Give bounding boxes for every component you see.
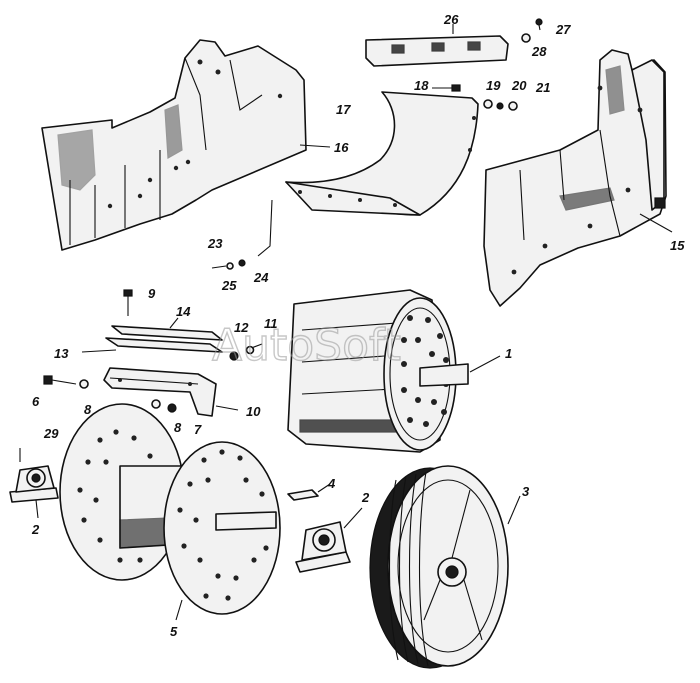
callout-7: 7 <box>194 422 202 437</box>
part-5-disc-drum <box>59 403 281 621</box>
part-17-curved-concave <box>257 91 479 257</box>
callout-19: 19 <box>486 78 501 93</box>
callout-12: 12 <box>234 320 249 335</box>
callout-2-left: 2 <box>31 522 40 537</box>
part-3-pulley <box>369 465 521 669</box>
callout-2-right: 2 <box>361 490 370 505</box>
callout-4: 4 <box>327 476 336 491</box>
callout-10: 10 <box>246 404 261 419</box>
bolt-group-27-28 <box>521 18 543 43</box>
callout-15: 15 <box>670 238 685 253</box>
callout-14: 14 <box>176 304 191 319</box>
callout-16: 16 <box>334 140 349 155</box>
nut-11-12 <box>229 343 263 361</box>
part-14-plate <box>111 317 223 341</box>
callout-labels: 1 2 2 3 4 5 6 7 8 8 9 10 11 12 13 14 15 … <box>31 12 685 639</box>
part-13-plate <box>81 337 223 353</box>
watermark: AutoSoft <box>212 320 401 371</box>
part-10-bracket <box>103 367 239 417</box>
bolt-group-6-8 <box>43 375 177 413</box>
callout-27: 27 <box>555 22 571 37</box>
callout-23: 23 <box>207 236 223 251</box>
callout-20: 20 <box>511 78 527 93</box>
callout-24: 24 <box>253 270 269 285</box>
part-1-rotor-drum <box>287 289 501 453</box>
bolt-group-18-21 <box>432 84 518 111</box>
callout-21: 21 <box>535 80 550 95</box>
callout-1: 1 <box>505 346 512 361</box>
callout-8-right: 8 <box>174 420 182 435</box>
bolt-9 <box>123 289 133 316</box>
part-2-bearing-left <box>9 448 59 519</box>
part-15-right-side-panel <box>483 49 673 307</box>
part-4-key <box>287 483 331 501</box>
part-2-bearing-right <box>295 507 363 573</box>
callout-13: 13 <box>54 346 69 361</box>
callout-8-left: 8 <box>84 402 92 417</box>
part-16-left-side-panel <box>41 39 331 251</box>
callout-9: 9 <box>148 286 156 301</box>
callout-25: 25 <box>221 278 237 293</box>
disc-holes <box>77 429 269 601</box>
callout-11: 11 <box>264 316 278 331</box>
callout-28: 28 <box>531 44 547 59</box>
callout-26: 26 <box>443 12 459 27</box>
callout-18: 18 <box>414 78 429 93</box>
part-26-top-bar <box>365 24 509 67</box>
callout-5: 5 <box>170 624 178 639</box>
callout-17: 17 <box>336 102 351 117</box>
callout-29: 29 <box>43 426 59 441</box>
callout-6: 6 <box>32 394 40 409</box>
callout-3: 3 <box>522 484 530 499</box>
bolt-group-23-25 <box>211 259 246 270</box>
